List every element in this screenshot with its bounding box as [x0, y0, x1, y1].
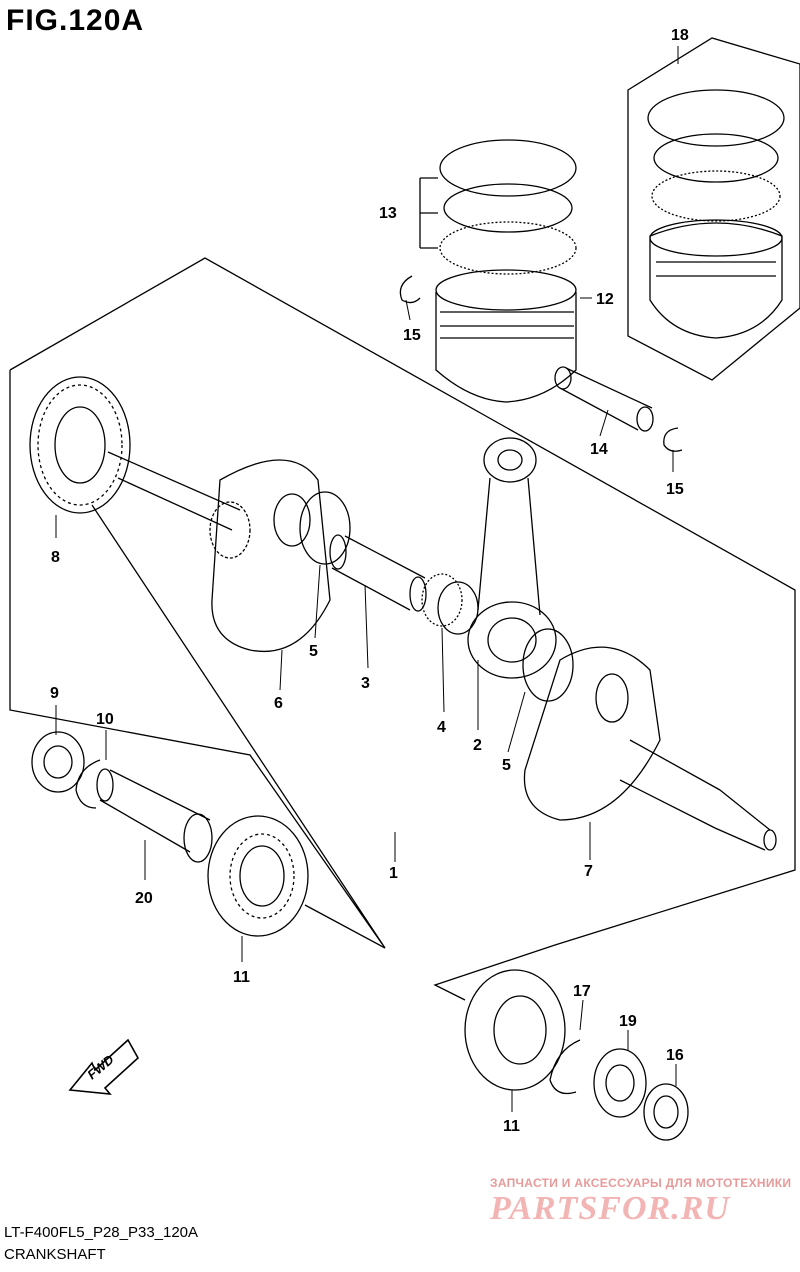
gear-8 [29, 376, 131, 514]
callout-20: 20 [135, 890, 153, 907]
callout-3: 3 [361, 675, 370, 692]
circlip-15-lower [663, 427, 683, 452]
pin-20 [96, 768, 213, 863]
callout-2: 2 [473, 737, 482, 754]
crank-pin-3 [329, 534, 427, 612]
fwd-arrow: FWD [68, 1038, 140, 1095]
washer-5-right [522, 628, 574, 702]
crankshaft-right-7 [523, 646, 777, 851]
circlip-15-upper [399, 275, 421, 304]
piston-pin-14 [554, 366, 654, 432]
callout-15-upper: 15 [403, 327, 421, 344]
assembly-outline-lower [304, 904, 386, 949]
callout-11-left: 11 [233, 969, 250, 986]
reference-code: LT-F400FL5_P28_P33_120A [4, 1224, 199, 1241]
piston-set-box [627, 37, 800, 381]
callout-13: 13 [379, 205, 397, 222]
bearing-11-left [207, 815, 309, 937]
piston-set-18 [647, 89, 785, 339]
washer-5-left [299, 491, 351, 565]
callout-16: 16 [666, 1047, 684, 1064]
callout-4: 4 [437, 719, 446, 736]
callout-9: 9 [50, 685, 59, 702]
callout-7: 7 [584, 863, 593, 880]
piston-ring-set-13 [419, 139, 577, 275]
leader-lines [55, 46, 679, 1112]
bearing-11-right [464, 969, 566, 1091]
oil-seal-16 [643, 1083, 689, 1141]
piston-12 [435, 269, 577, 403]
callout-1: 1 [389, 865, 398, 882]
callout-18: 18 [671, 27, 689, 44]
circlip-10 [75, 759, 101, 809]
section-name: CRANKSHAFT [4, 1246, 106, 1263]
assembly-outline [9, 257, 796, 1001]
callout-8: 8 [51, 549, 60, 566]
figure-title: FIG.120A [6, 4, 145, 37]
needle-bearing-4 [421, 573, 479, 635]
callout-5-left: 5 [309, 643, 318, 660]
watermark-logo: PARTSFOR.RU [490, 1190, 730, 1227]
callout-14: 14 [590, 441, 608, 458]
callout-6: 6 [274, 695, 283, 712]
callout-12: 12 [596, 291, 614, 308]
callout-10: 10 [96, 711, 114, 728]
watermark-tagline: ЗАПЧАСТИ И АКСЕССУАРЫ ДЛЯ МОТОТЕХНИКИ [490, 1176, 792, 1190]
callout-11-right: 11 [503, 1118, 520, 1135]
callout-15-lower: 15 [666, 481, 684, 498]
connecting-rod-2 [467, 437, 557, 679]
bearing-9 [31, 731, 85, 793]
callout-19: 19 [619, 1013, 637, 1030]
bearing-19 [593, 1048, 647, 1118]
circlip-17 [549, 1039, 581, 1095]
callout-17: 17 [573, 983, 591, 1000]
callout-5-right: 5 [502, 757, 511, 774]
fwd-label: FWD [84, 1051, 117, 1082]
crankshaft-left-6 [107, 451, 331, 652]
